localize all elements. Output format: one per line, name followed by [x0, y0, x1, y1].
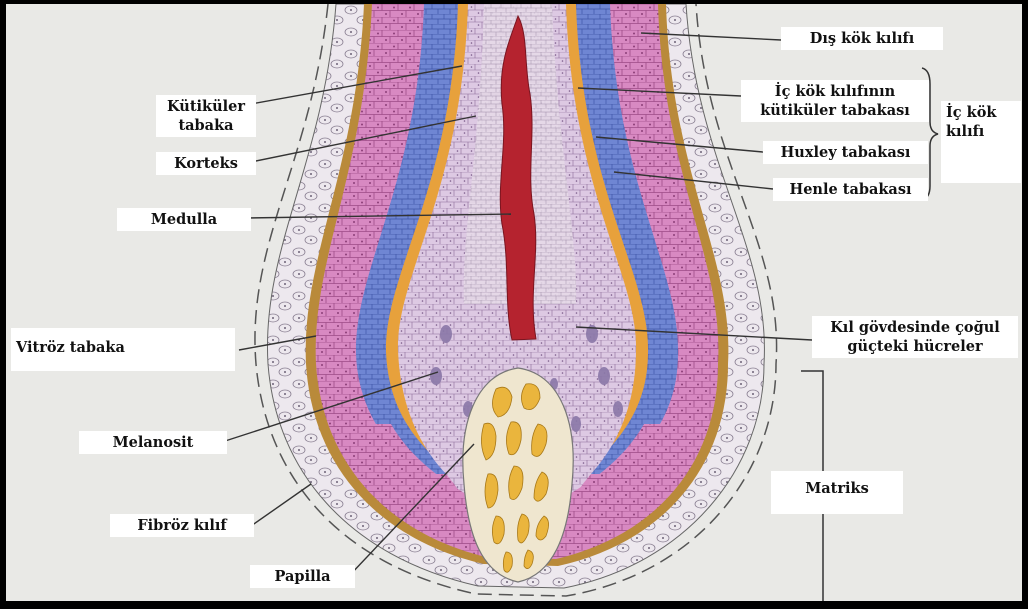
label-ic-kok-kutikuler-line1: İç kök kılıfının: [746, 82, 924, 101]
label-korteks: Korteks: [156, 152, 256, 175]
label-medulla: Medulla: [117, 208, 251, 231]
label-kil-govdesi: Kıl gövdesinde çoğul güçteki hücreler: [812, 316, 1018, 358]
label-henle: Henle tabakası: [773, 178, 928, 201]
label-ic-kok-kilifi-line2: kılıfı: [946, 122, 1016, 141]
label-ic-kok-kilifi-line1: İç kök: [946, 103, 1016, 122]
label-papilla: Papilla: [250, 565, 355, 588]
label-kil-govdesi-line2: güçteki hücreler: [817, 337, 1013, 356]
label-fibroz-kilif: Fibröz kılıf: [110, 514, 254, 537]
label-ic-kok-kutikuler-line2: kütiküler tabakası: [746, 101, 924, 120]
label-melanosit: Melanosit: [79, 431, 227, 454]
label-kil-govdesi-line1: Kıl gövdesinde çoğul: [817, 318, 1013, 337]
label-huxley: Huxley tabakası: [763, 141, 928, 164]
label-ic-kok-kilifi: İç kök kılıfı: [941, 101, 1021, 183]
label-matriks: Matriks: [771, 471, 903, 514]
label-vitroz-tabaka: Vitröz tabaka: [11, 328, 235, 371]
diagram-frame: Dış kök kılıfı İç kök kılıfının kütiküle…: [6, 4, 1022, 601]
label-kutikuler-tabaka-line2: tabaka: [161, 116, 251, 135]
label-kutikuler-tabaka: Kütiküler tabaka: [156, 95, 256, 137]
label-dis-kok-kilifi: Dış kök kılıfı: [781, 27, 943, 50]
label-ic-kok-kutikuler: İç kök kılıfının kütiküler tabakası: [741, 80, 929, 122]
label-kutikuler-tabaka-line1: Kütiküler: [161, 97, 251, 116]
